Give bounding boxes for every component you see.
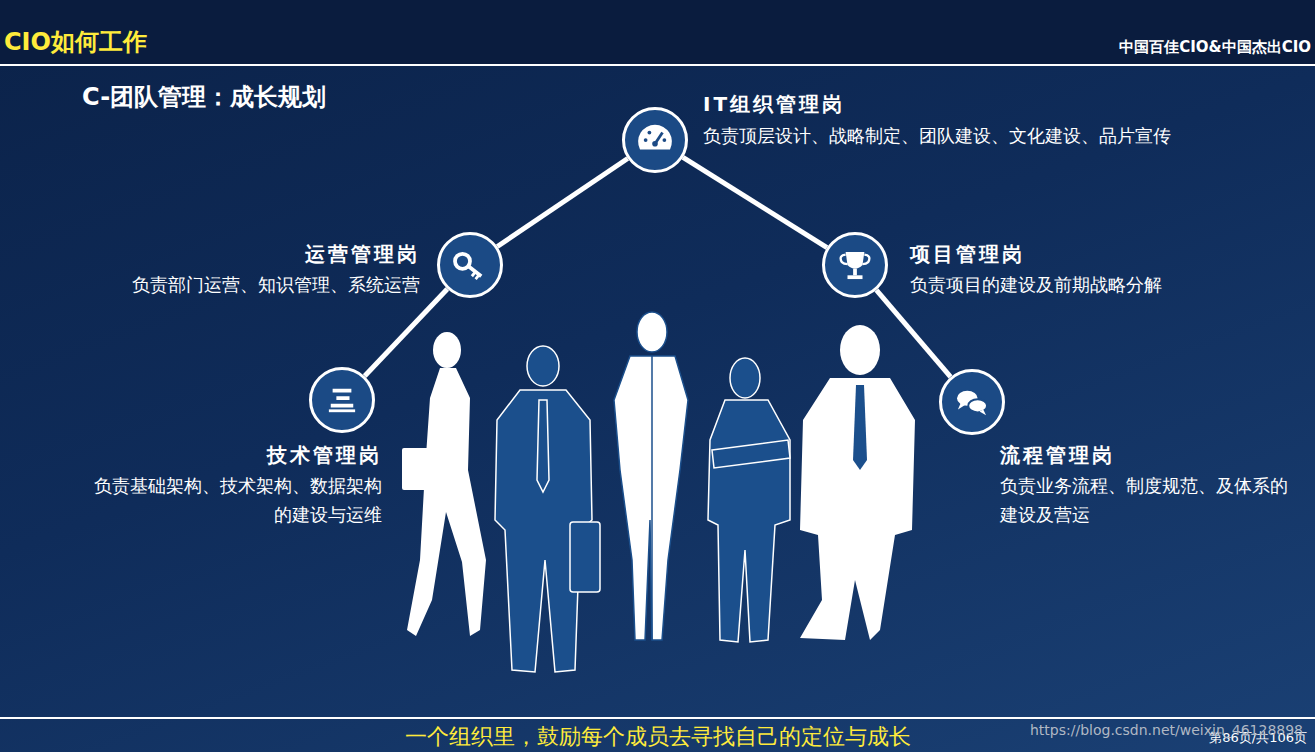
role-circle: 技术管理岗负责基础架构、技术架构、数据架构的建设与运维 bbox=[309, 367, 375, 433]
woman-center bbox=[614, 312, 688, 640]
role-icon bbox=[440, 235, 500, 295]
role-title: 运营管理岗 bbox=[120, 241, 420, 267]
header-band bbox=[0, 0, 1315, 64]
role-icon bbox=[625, 110, 685, 170]
header-rule bbox=[0, 64, 1315, 66]
woman-left bbox=[402, 332, 486, 636]
role-duties: 负责基础架构、技术架构、数据架构的建设与运维 bbox=[82, 472, 382, 530]
role-circle: IT组织管理岗负责顶层设计、战略制定、团队建设、文化建设、品片宣传 bbox=[622, 107, 688, 173]
role-duties: 负责顶层设计、战略制定、团队建设、文化建设、品片宣传 bbox=[703, 122, 1243, 151]
role-icon bbox=[825, 235, 885, 295]
role-duties: 负责业务流程、制度规范、及体系的建设及营运 bbox=[1000, 472, 1300, 530]
role-duties: 负责项目的建设及前期战略分解 bbox=[910, 271, 1240, 300]
tree-connector bbox=[497, 158, 627, 246]
tree-connector bbox=[876, 290, 950, 377]
role-title: IT组织管理岗 bbox=[703, 91, 1003, 117]
role-circle: 流程管理岗负责业务流程、制度规范、及体系的建设及营运 bbox=[939, 369, 1005, 435]
role-title: 项目管理岗 bbox=[910, 241, 1210, 267]
man-briefcase bbox=[495, 346, 600, 672]
man-right bbox=[800, 325, 915, 640]
role-title: 技术管理岗 bbox=[82, 442, 382, 468]
watermark: https://blog.csdn.net/weixin_46128898 bbox=[1030, 722, 1303, 739]
tree-connector bbox=[683, 157, 827, 247]
footer-rule bbox=[0, 717, 1315, 719]
role-icon bbox=[312, 370, 372, 430]
tree-connector bbox=[365, 289, 448, 376]
role-title: 流程管理岗 bbox=[1000, 442, 1300, 468]
header-tag: 中国百佳CIO&中国杰出CIO bbox=[1119, 38, 1311, 56]
role-icon bbox=[942, 372, 1002, 432]
slide-subtitle: C-团队管理：成长规划 bbox=[82, 80, 326, 115]
role-duties: 负责部门运营、知识管理、系统运营 bbox=[90, 271, 420, 300]
role-circle: 项目管理岗负责项目的建设及前期战略分解 bbox=[822, 232, 888, 298]
role-circle: 运营管理岗负责部门运营、知识管理、系统运营 bbox=[437, 232, 503, 298]
man-arms-crossed bbox=[708, 358, 790, 642]
header-title: CIO如何工作 bbox=[4, 28, 147, 57]
